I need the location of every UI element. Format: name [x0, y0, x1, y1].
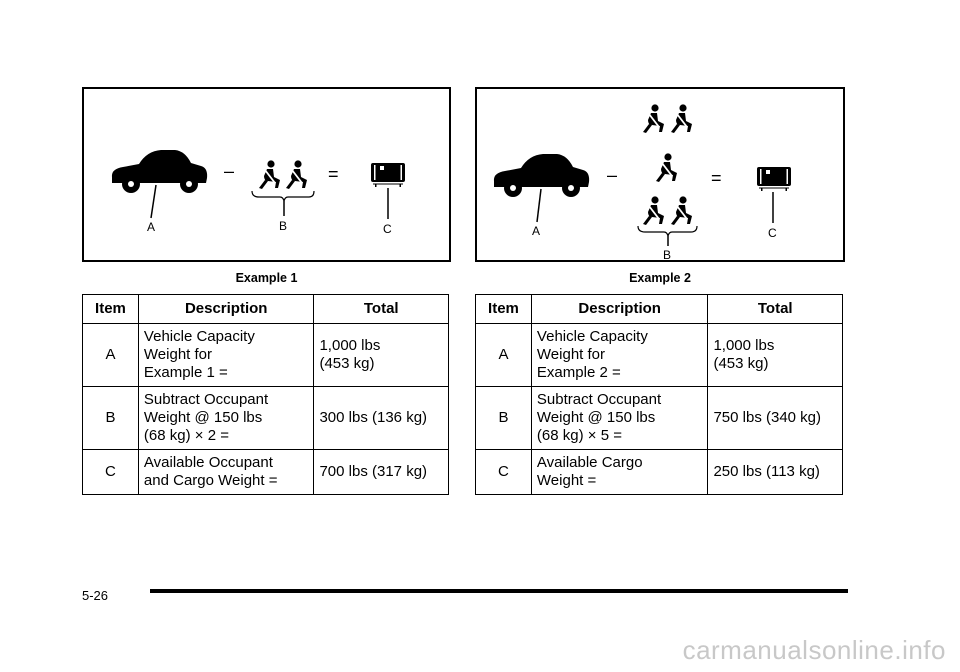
- row-description: Available Cargo Weight =: [530, 449, 709, 495]
- car-icon: [111, 150, 208, 193]
- row-item: A: [475, 323, 532, 387]
- label-c: C: [383, 222, 392, 236]
- header-description: Description: [530, 294, 709, 324]
- occupant-icon: [258, 160, 281, 190]
- table-row: C Available Cargo Weight = 250 lbs (113 …: [475, 449, 843, 495]
- example-2-table: Item Description Total A Vehicle Capacit…: [475, 294, 843, 495]
- row-total: 700 lbs (317 kg): [313, 449, 449, 495]
- table-row: A Vehicle Capacity Weight for Example 2 …: [475, 323, 843, 387]
- page-number: 5-26: [82, 588, 109, 603]
- header-item: Item: [475, 294, 532, 324]
- example-1-caption: Example 1: [235, 271, 298, 285]
- row-item: C: [475, 449, 532, 495]
- row-item: B: [475, 386, 532, 450]
- row-description: Vehicle Capacity Weight for Example 2 =: [530, 323, 709, 387]
- label-a: A: [147, 220, 155, 234]
- example-1-table: Item Description Total A Vehicle Capacit…: [82, 294, 449, 495]
- header-item: Item: [82, 294, 139, 324]
- table-header-row: Item Description Total: [82, 294, 449, 324]
- row-description: Subtract Occupant Weight @ 150 lbs (68 k…: [137, 386, 315, 450]
- table-row: B Subtract Occupant Weight @ 150 lbs (68…: [475, 386, 843, 450]
- label-b: B: [279, 219, 287, 233]
- occupant-icon: [642, 104, 665, 134]
- table-row: C Available Occupant and Cargo Weight = …: [82, 449, 449, 495]
- row-item: A: [82, 323, 139, 387]
- example-1-figure: A – B = C: [82, 87, 451, 262]
- minus-sign: –: [224, 161, 234, 181]
- occupant-icon: [670, 104, 693, 134]
- row-item: C: [82, 449, 139, 495]
- row-total: 250 lbs (113 kg): [707, 449, 843, 495]
- occupant-icon: [642, 196, 665, 226]
- label-b: B: [663, 248, 671, 260]
- cargo-icon: [370, 162, 406, 188]
- header-total: Total: [707, 294, 843, 324]
- example-2-figure: A – B = C: [475, 87, 845, 262]
- example-2-caption: Example 2: [629, 271, 691, 285]
- row-total: 300 lbs (136 kg): [313, 386, 449, 450]
- row-description: Vehicle Capacity Weight for Example 1 =: [137, 323, 315, 387]
- minus-sign: –: [607, 165, 617, 185]
- row-total: 1,000 lbs (453 kg): [707, 323, 843, 387]
- watermark: carmanualsonline.info: [682, 635, 946, 665]
- row-description: Subtract Occupant Weight @ 150 lbs (68 k…: [530, 386, 709, 450]
- label-c: C: [768, 226, 777, 240]
- header-total: Total: [313, 294, 449, 324]
- footer-rule: [150, 589, 848, 593]
- cargo-icon: [756, 166, 792, 192]
- table-row: A Vehicle Capacity Weight for Example 1 …: [82, 323, 449, 387]
- label-a: A: [532, 224, 540, 238]
- table-header-row: Item Description Total: [475, 294, 843, 324]
- row-total: 1,000 lbs (453 kg): [313, 323, 449, 387]
- table-row: B Subtract Occupant Weight @ 150 lbs (68…: [82, 386, 449, 450]
- row-total: 750 lbs (340 kg): [707, 386, 843, 450]
- equals-sign: =: [328, 164, 339, 184]
- occupant-icon: [655, 153, 678, 183]
- occupant-icon: [670, 196, 693, 226]
- header-description: Description: [137, 294, 315, 324]
- row-description: Available Occupant and Cargo Weight =: [137, 449, 315, 495]
- row-item: B: [82, 386, 139, 450]
- occupant-icon: [285, 160, 308, 190]
- equals-sign: =: [711, 168, 722, 188]
